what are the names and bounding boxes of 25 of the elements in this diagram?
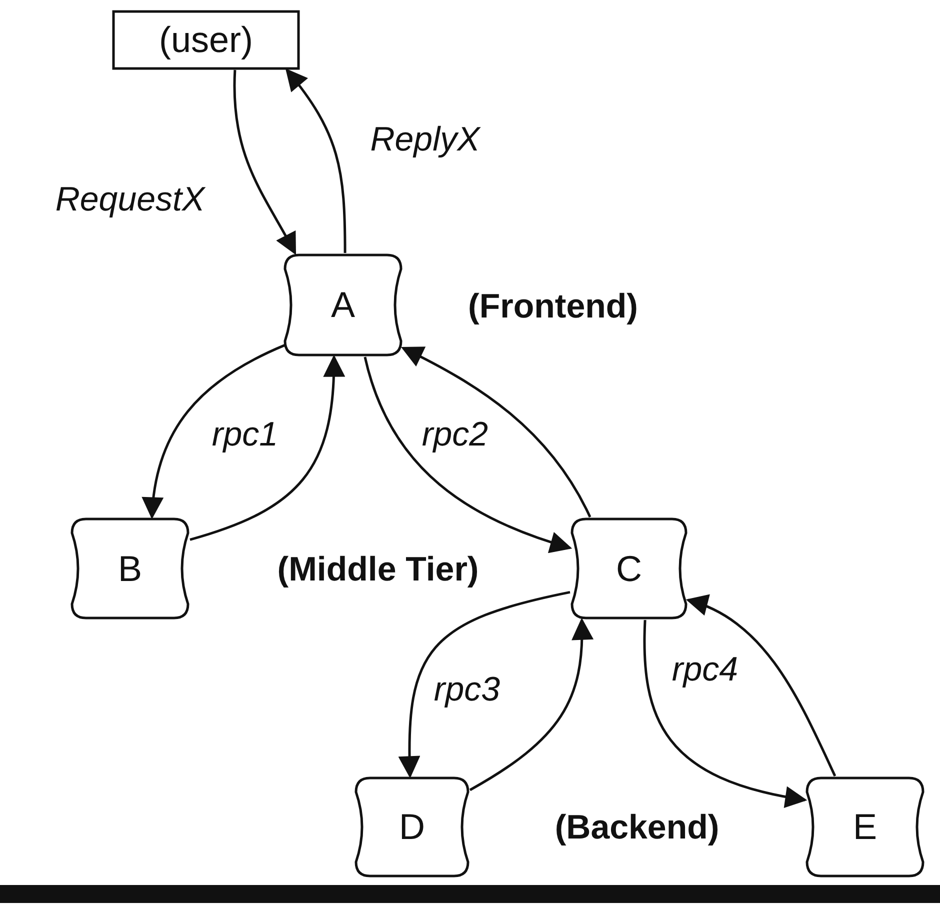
actor-box [112, 10, 300, 70]
service-box [283, 253, 403, 357]
node-label: (user) [158, 19, 253, 61]
node-label: B [118, 548, 142, 590]
arrow [364, 356, 572, 553]
service-box [570, 517, 688, 620]
service-box [70, 517, 190, 620]
arrow [686, 596, 836, 777]
tier-label: (Frontend) [468, 288, 638, 326]
arrow [398, 590, 570, 778]
arrow [142, 344, 286, 520]
tier-label: (Middle Tier) [277, 550, 479, 590]
service-box [805, 776, 925, 878]
node-label: A [330, 284, 355, 326]
node-label: C [616, 548, 642, 590]
arrow [401, 346, 592, 518]
node-label: D [399, 806, 425, 848]
arrow [233, 70, 296, 255]
arrow [643, 620, 808, 808]
service-box [354, 776, 470, 878]
node-label: E [852, 806, 877, 848]
arrow [285, 68, 346, 253]
tier-label: (Backend) [554, 808, 720, 848]
arrow [190, 354, 345, 541]
arrow [469, 618, 593, 792]
